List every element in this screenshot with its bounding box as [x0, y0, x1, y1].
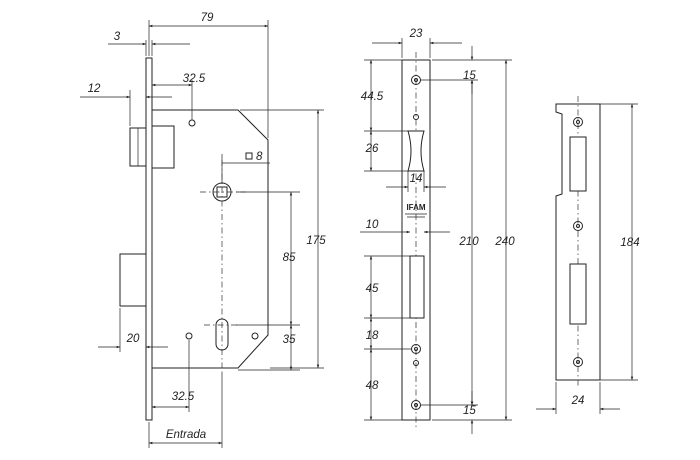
dim-32-5-bottom-label: 32.5 [172, 391, 195, 403]
dim-23-label: 23 [409, 28, 423, 40]
latch-housing [151, 125, 175, 169]
dim-85-label: 85 [283, 252, 296, 264]
dim-8-label: 8 [256, 151, 263, 163]
lock-case [151, 109, 269, 369]
dim-35-label: 35 [283, 334, 296, 346]
strike-screw-hole [573, 357, 583, 367]
faceplate-pin-hole [413, 360, 419, 366]
dim-20-label: 20 [126, 333, 140, 345]
dim-32-5-top-label: 32.5 [183, 73, 206, 85]
dim-240-label: 240 [494, 236, 515, 248]
dim-44-5-label: 44.5 [361, 91, 384, 103]
lock-faceplate-strip [145, 57, 153, 421]
dim-14-label: 14 [410, 173, 423, 185]
strike-latch-opening [569, 136, 587, 192]
ifam-logo-text: IFAM [406, 203, 425, 212]
strike-plate-outline [555, 103, 601, 381]
case-screw-hole [251, 332, 259, 340]
dim-210-label: 210 [458, 236, 479, 248]
dim-26-label: 26 [365, 143, 379, 155]
dim-15-bottom-label: 15 [463, 405, 476, 417]
deadbolt [119, 253, 147, 307]
square-8-symbol [245, 152, 253, 160]
dim-18-label: 18 [366, 330, 379, 342]
faceplate-view: IFAM 23 15 44.5 26 14 [360, 28, 515, 434]
strike-screw-hole [573, 117, 583, 127]
dim-45-label: 45 [366, 283, 379, 295]
dim-48-label: 48 [366, 380, 379, 392]
dim-24-label: 24 [571, 395, 585, 407]
dim-79-label: 79 [201, 12, 214, 24]
ifam-logo-mark [405, 213, 427, 218]
dim-184-label: 184 [620, 237, 639, 249]
entrada-label: Entrada [166, 429, 206, 441]
strike-deadbolt-opening [569, 263, 587, 325]
dim-15-top-label: 15 [463, 70, 476, 82]
strike-plate-view: 184 24 [536, 96, 640, 414]
dim-175-label: 175 [306, 235, 326, 247]
lock-body-view: 79 3 12 32.5 8 85 35 175 [80, 12, 326, 448]
cylinder-cutout [215, 318, 229, 351]
dim-10-label: 10 [366, 219, 379, 231]
deadbolt-opening [409, 255, 425, 319]
strike-screw-hole [573, 221, 583, 231]
faceplate-pin-hole [413, 114, 419, 120]
dim-3-label: 3 [114, 31, 121, 43]
case-screw-hole [185, 332, 193, 340]
dim-12-label: 12 [88, 83, 101, 95]
